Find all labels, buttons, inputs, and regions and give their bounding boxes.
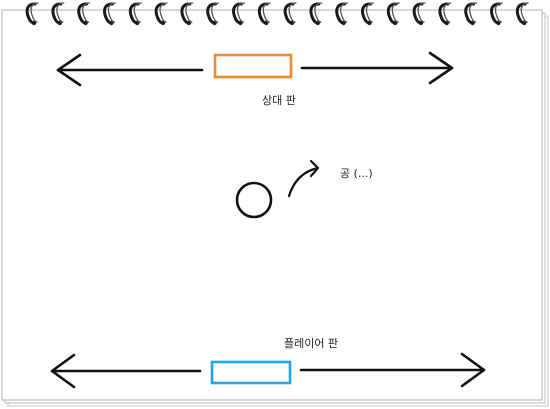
spiral-ring-icon: [51, 2, 65, 26]
paper-sheet-front: [1, 9, 543, 401]
arrow-left-icon: [50, 353, 76, 389]
player-track: [50, 352, 486, 389]
spiral-ring-icon: [257, 2, 271, 26]
spiral-ring-icon: [180, 2, 194, 26]
opponent-track: [56, 51, 454, 87]
player-paddle: [210, 360, 292, 385]
spiral-ring-icon: [103, 2, 117, 26]
player-paddle-label: 플레이어 판: [284, 337, 339, 350]
spiral-ring-icon: [361, 2, 375, 26]
spiral-ring-icon: [438, 2, 452, 26]
spiral-ring-icon: [128, 2, 142, 26]
arrow-right-icon: [428, 51, 454, 85]
opponent-paddle: [213, 53, 293, 79]
spiral-ring-icon: [386, 2, 400, 26]
spiral-ring-icon: [25, 2, 39, 26]
spiral-ring-icon: [335, 2, 349, 26]
opponent-paddle-label: 상대 판: [262, 94, 296, 107]
arrow-left-icon: [56, 53, 82, 87]
ball: [235, 181, 273, 219]
spiral-ring-icon: [490, 2, 504, 26]
spiral-ring-icon: [206, 2, 220, 26]
spiral-ring-icon: [154, 2, 168, 26]
spiral-ring-icon: [309, 2, 323, 26]
curved-arrow-icon: [287, 159, 320, 198]
spiral-ring-icon: [232, 2, 246, 26]
ball-label: 공 (...): [340, 167, 373, 180]
spiral-ring-icon: [283, 2, 297, 26]
spiral-ring-icon: [77, 2, 91, 26]
spiral-ring-icon: [412, 2, 426, 26]
spiral-ring-icon: [464, 2, 478, 26]
spiral-binding: [25, 2, 529, 26]
spiral-ring-icon: [515, 2, 529, 26]
arrow-right-icon: [460, 352, 486, 388]
